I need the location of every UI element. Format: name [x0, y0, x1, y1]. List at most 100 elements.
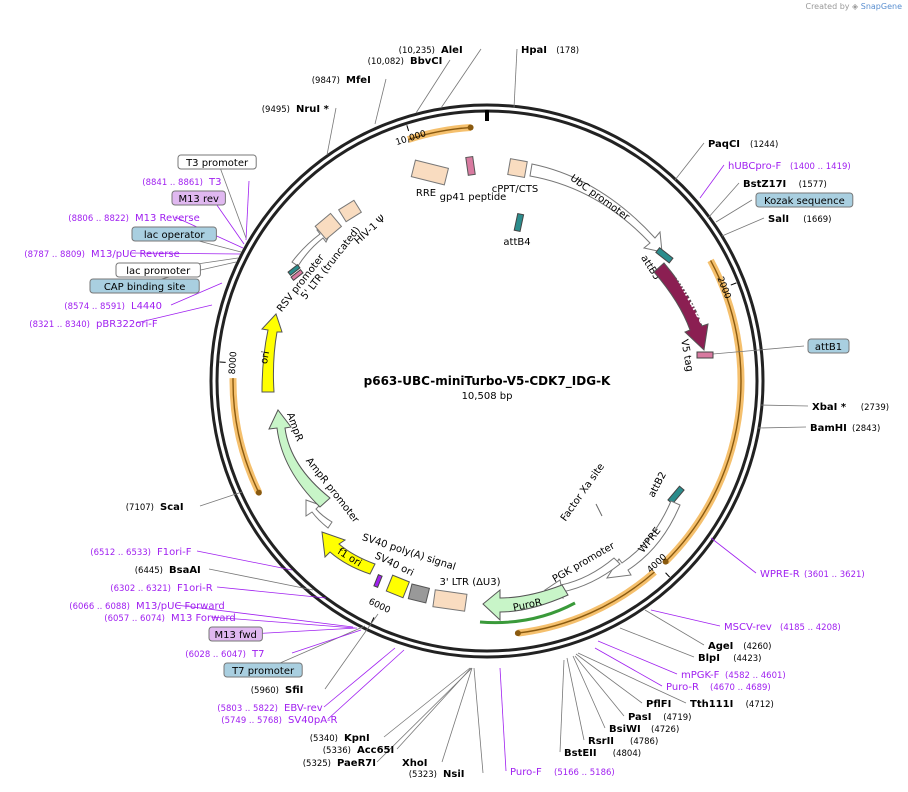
- site-t3-promoter: T3 promoter: [177, 154, 257, 170]
- orf-arc: [229, 378, 262, 495]
- tick-label: 10,000: [395, 129, 428, 148]
- tick-mark: [730, 282, 737, 286]
- site-name: XhoI: [402, 758, 427, 769]
- orf-arc-line: [517, 571, 655, 634]
- tick-mark: [370, 617, 375, 623]
- plasmid-name: p663-UBC-miniTurbo-V5-CDK7_IDG-K: [364, 374, 611, 389]
- feature-m13-mark: [290, 269, 304, 281]
- site-kozak-sequence: Kozak sequence: [755, 192, 854, 208]
- tick-mark: [406, 125, 410, 132]
- site-name: Tth111I: [690, 699, 733, 710]
- site-nrui-: NruI *(9495): [262, 104, 330, 115]
- site-alei: AleI(10,235): [399, 45, 463, 56]
- site-name: MSCV-rev: [724, 622, 772, 633]
- site-coord: (5803 .. 5822): [217, 704, 278, 714]
- site-name: mPGK-F: [681, 670, 720, 681]
- site-leader-line: [199, 491, 243, 507]
- tick-label: 6000: [367, 597, 392, 616]
- site-leader-line: [210, 616, 356, 629]
- site-leader-line: [196, 550, 293, 571]
- site-coord: (7107): [126, 503, 154, 513]
- site-box-label: T7 promoter: [231, 666, 295, 677]
- feature-gp41-box: [465, 155, 476, 176]
- feature-attb2-label: attB2: [647, 470, 669, 499]
- site-name: hUBCpro-F: [728, 161, 781, 172]
- orf-arcs: [229, 124, 745, 637]
- site-sfii: SfiI(5960): [251, 685, 304, 696]
- snapgene-brand: SnapGene: [860, 2, 902, 11]
- site-leader-line: [594, 647, 663, 687]
- site-leader-line: [707, 182, 740, 219]
- site-coord: (8574 .. 8591): [64, 302, 125, 312]
- site-attb1: attB1: [807, 338, 850, 354]
- site-f1ori-f: F1ori-F(6512 .. 6533): [90, 547, 191, 558]
- site-coord: (8806 .. 8822): [68, 214, 129, 224]
- site-box-label: lac promoter: [126, 266, 191, 277]
- site-pflfi: PflFI: [646, 699, 671, 710]
- feature-attb4-label: attB4: [503, 237, 530, 248]
- site-agei: AgeI(4260): [708, 641, 771, 652]
- site-box-label: CAP binding site: [104, 282, 186, 293]
- feature-ampr-arrow: [268, 409, 331, 508]
- site-m13-puc-forward: M13/pUC Forward(6066 .. 6088): [69, 601, 224, 612]
- site-leader-line: [170, 282, 223, 306]
- site-name: BamHI: [810, 423, 847, 434]
- site-bsiwi: BsiWI(4726): [609, 724, 679, 735]
- site-coord: (9495): [262, 105, 290, 115]
- site-leader-line: [323, 647, 396, 708]
- site-name: XbaI *: [812, 402, 847, 413]
- site-leader-lines: [129, 48, 809, 774]
- site-sali: SalI(1669): [768, 214, 831, 225]
- feature-ubc-promoter-arrow: [529, 163, 663, 253]
- site-leader-line: [245, 180, 250, 241]
- site-pbr322ori-f: pBR322ori-F(8321 .. 8340): [29, 319, 158, 330]
- site-name: MfeI: [346, 75, 371, 86]
- site-nsii: NsiI(5323): [409, 769, 465, 780]
- site-box-label: Kozak sequence: [764, 196, 845, 207]
- site-leader-line: [715, 199, 753, 223]
- feature-ampr-promoter-arrow: [305, 499, 333, 529]
- site-name: M13/pUC Forward: [136, 601, 225, 612]
- site-wpre-r: WPRE-R(3601 .. 3621): [760, 569, 865, 580]
- site-sv40pa-r: SV40pA-R(5749 .. 5768): [221, 715, 337, 726]
- plasmid-length: 10,508 bp: [462, 391, 513, 402]
- tick-label: 2000: [715, 275, 733, 300]
- site-name: SalI: [768, 214, 789, 225]
- site-box: [208, 626, 263, 642]
- site-t7: T7(6028 .. 6047): [185, 649, 264, 660]
- site-kpni: KpnI(5340): [310, 733, 370, 744]
- site-m13-forward: M13 Forward(6057 .. 6074): [104, 613, 235, 624]
- site-coord: (1577): [799, 180, 827, 190]
- site-leader-line: [644, 609, 705, 646]
- site-coord: (1244): [750, 140, 778, 150]
- feature-factorxa-label: Factor Xa site: [559, 462, 607, 524]
- site-leader-line: [597, 640, 678, 675]
- site-m13-fwd: M13 fwd: [208, 626, 263, 642]
- orf-arc-head: [662, 558, 669, 565]
- site-name: NsiI: [443, 769, 464, 780]
- site-leader-line: [291, 629, 362, 654]
- feature-hiv-psi-box: [337, 199, 363, 223]
- site-m13-rev: M13 rev: [171, 190, 226, 206]
- site-labels: AleI(10,235)BbvCI(10,082)MfeI(9847)NruI …: [24, 45, 889, 780]
- site-leader-line: [499, 667, 507, 772]
- feature-5ltr-box: [314, 212, 343, 241]
- feature-rre-box: [410, 159, 450, 186]
- orf-arc-head: [467, 124, 474, 131]
- created-by-label: Created by: [805, 2, 850, 11]
- snapgene-logo-icon: ◈: [852, 2, 859, 11]
- site-mscv-rev: MSCV-rev(4185 .. 4208): [724, 622, 841, 633]
- site-coord: (4260): [743, 642, 771, 652]
- site-coord: (6028 .. 6047): [185, 650, 246, 660]
- site-name: SfiI: [285, 685, 303, 696]
- site-leader-line: [759, 404, 809, 407]
- site-box-label: M13 rev: [178, 194, 219, 205]
- site-mfei: MfeI(9847): [312, 75, 371, 86]
- site-box-label: attB1: [815, 342, 842, 353]
- site-hpai: HpaI(178): [521, 45, 579, 56]
- site-name: F1ori-R: [177, 583, 213, 594]
- site-leader-line: [513, 48, 518, 109]
- tick-label: 8000: [228, 351, 240, 375]
- site-box-label: T3 promoter: [185, 158, 249, 169]
- site-name: PaeR7I: [337, 758, 376, 769]
